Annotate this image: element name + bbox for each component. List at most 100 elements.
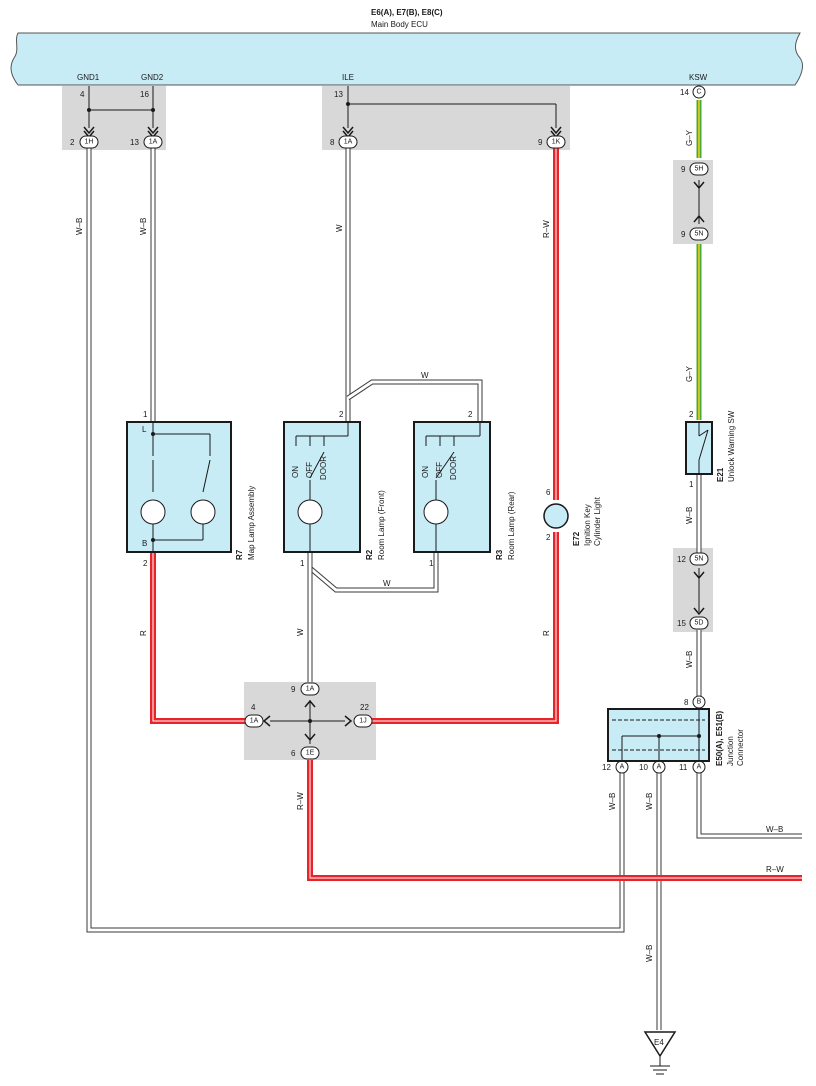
junction-dot	[308, 719, 312, 723]
wire-label-7: W	[421, 371, 429, 380]
pin-5n-top: 9	[681, 230, 686, 239]
conn-e50-b1: A	[620, 764, 625, 771]
r3-name: Room Lamp (Rear)	[507, 491, 516, 560]
r2-pin-bottom: 1	[300, 559, 305, 568]
wire-label-19: R–W	[766, 865, 784, 874]
r2-room-lamp-front: ON OFF DOOR 2 1 R2 Room Lamp (Front)	[283, 410, 386, 568]
pin-e50-b3: 11	[679, 763, 688, 772]
conn-5n-bot: 5N	[695, 556, 704, 563]
pin-jb-1j: 22	[360, 703, 369, 712]
conn-jb-1a-top: 1A	[306, 686, 315, 693]
r3-sw-off: OFF	[435, 462, 444, 478]
pin-gnd2: 16	[140, 90, 149, 99]
r3-pin-top: 2	[468, 410, 473, 419]
ecu-internal-lines	[88, 86, 557, 128]
pin-1k: 9	[538, 138, 543, 147]
conn-1a-gnd2: 1A	[149, 139, 158, 146]
ecu-term-gnd1: GND1	[77, 73, 100, 82]
wire-label-16: W–B	[645, 793, 654, 810]
ecu-term-gnd2: GND2	[141, 73, 164, 82]
r2-sw-on: ON	[291, 466, 300, 478]
pin-1a-ile: 8	[330, 138, 335, 147]
wire-label-1: W–B	[75, 218, 84, 235]
wire-label-6: G–Y	[685, 365, 694, 382]
r7-term-b: B	[142, 539, 147, 548]
ecu-codes: E6(A), E7(B), E8(C)	[371, 8, 443, 17]
e21-code: E21	[716, 467, 725, 482]
wire-label-14: R–W	[296, 792, 305, 810]
e4-code: E4	[654, 1038, 664, 1047]
wire-label-2: W–B	[139, 218, 148, 235]
wire-label-13: W–B	[685, 651, 694, 668]
pin-5d: 15	[677, 619, 686, 628]
conn-5n-top: 5N	[695, 231, 704, 238]
r2-sw-off: OFF	[305, 462, 314, 478]
r7-code: R7	[235, 549, 244, 560]
r2-sw-door: DOOR	[319, 456, 328, 480]
e72-pin-top: 6	[546, 488, 551, 497]
pin-jb-1a-left: 4	[251, 703, 256, 712]
r3-sw-door: DOOR	[449, 456, 458, 480]
wire-label-9: W	[296, 628, 305, 636]
e72-name1: Ignition Key	[583, 504, 592, 546]
e50-name1: Junction	[726, 736, 735, 766]
e21-pin-bottom: 1	[689, 480, 694, 489]
wire-label-11: R	[542, 630, 551, 636]
pin-jb-1a-top: 9	[291, 685, 296, 694]
conn-1k: 1K	[552, 139, 561, 146]
r2-name: Room Lamp (Front)	[377, 490, 386, 560]
e72-pin-bottom: 2	[546, 533, 551, 542]
pin-e50-b1: 12	[602, 763, 611, 772]
pin-5n-bot: 12	[677, 555, 686, 564]
ecu-dots	[87, 102, 350, 112]
conn-jb-1e: 1E	[306, 750, 315, 757]
e21-name: Unlock Warning SW	[727, 410, 736, 482]
pin-1h: 2	[70, 138, 75, 147]
red-wires	[150, 148, 802, 881]
pin-e50-b2: 10	[639, 763, 648, 772]
r3-pin-bottom: 1	[429, 559, 434, 568]
conn-5d: 5D	[695, 620, 704, 627]
wires	[86, 148, 802, 1030]
wire-label-18: W–B	[645, 945, 654, 962]
pin-1a-gnd2: 13	[130, 138, 139, 147]
r3-room-lamp-rear: ON OFF DOOR 2 1 R3 Room Lamp (Rear)	[413, 410, 516, 568]
r7-term-l: L	[142, 425, 147, 434]
wire-label-12: W–B	[685, 507, 694, 524]
pin-5h: 9	[681, 165, 686, 174]
pin-ksw: 14	[680, 88, 689, 97]
e50-code: E50(A), E51(B)	[715, 711, 724, 766]
wire-label-17: W–B	[766, 825, 783, 834]
e72-ignition-key-light: 6 2 E72 Ignition Key Cylinder Light	[543, 488, 602, 546]
conn-jb-1a-left: 1A	[250, 718, 259, 725]
wire-label-10: R	[139, 630, 148, 636]
wire-label-5: G–Y	[685, 129, 694, 146]
wire-label-3: W	[335, 224, 344, 232]
pin-ile: 13	[334, 90, 343, 99]
e4-ground: E4	[643, 1031, 677, 1075]
connector-block-ile	[322, 86, 570, 150]
conn-e50-b3: A	[697, 764, 702, 771]
wire-label-8: W	[383, 579, 391, 588]
conn-1a-ile: 1A	[344, 139, 353, 146]
pin-gnd1: 4	[80, 90, 85, 99]
conn-e50-b2: A	[657, 764, 662, 771]
r7-pin-bottom: 2	[143, 559, 148, 568]
e72-code: E72	[572, 531, 581, 546]
r2-code: R2	[365, 549, 374, 560]
conn-ksw: C	[696, 89, 701, 96]
e72-name2: Cylinder Light	[593, 496, 602, 546]
pin-e50-top: 8	[684, 698, 689, 707]
e50-name2: Connector	[736, 729, 745, 766]
main-body-ecu	[10, 32, 803, 86]
conn-1h: 1H	[85, 139, 94, 146]
pin-jb-1e: 6	[291, 749, 296, 758]
wire-label-4: R–W	[542, 220, 551, 238]
conn-jb-1j: 1J	[359, 718, 366, 725]
r7-name: Map Lamp Assembly	[247, 486, 256, 560]
r2-pin-top: 2	[339, 410, 344, 419]
e21-pin-top: 2	[689, 410, 694, 419]
conn-5h: 5H	[695, 166, 704, 173]
ecu-name: Main Body ECU	[371, 20, 428, 29]
